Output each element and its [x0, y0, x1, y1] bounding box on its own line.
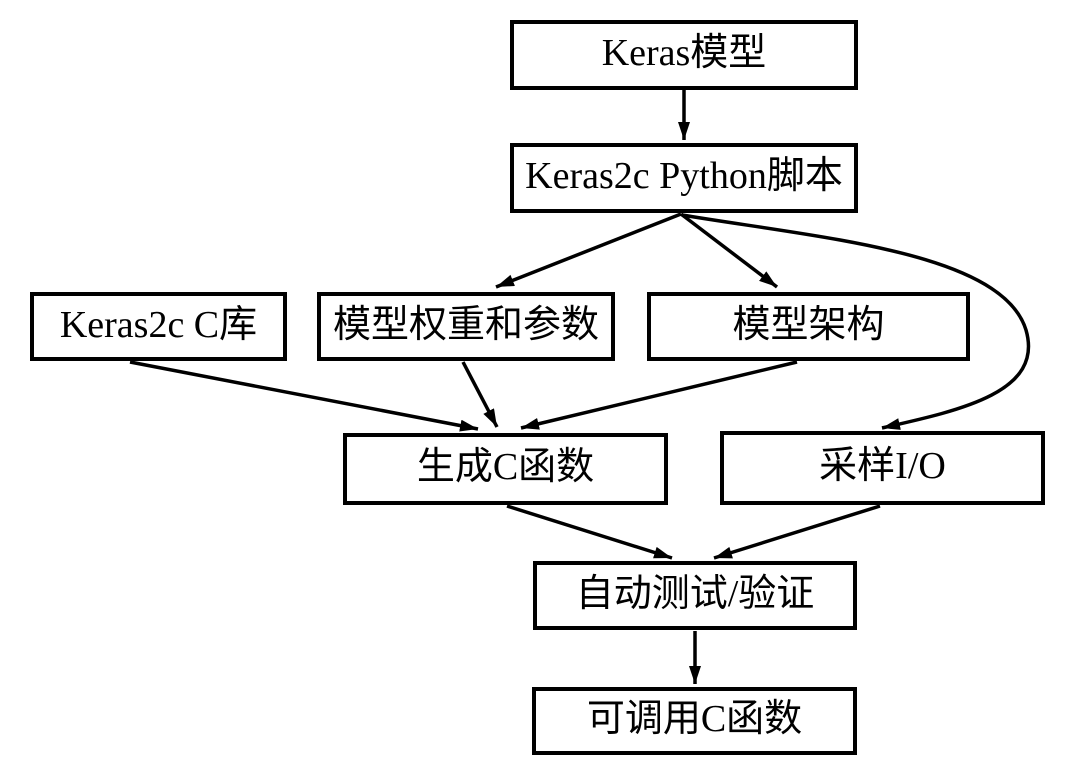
node-keras2c-python-script: Keras2c Python脚本 — [510, 143, 858, 213]
node-keras2c-c-library: Keras2c C库 — [30, 292, 287, 361]
edge-c-library-to-generate-c-function — [129, 360, 479, 432]
node-auto-test-validate: 自动测试/验证 — [533, 561, 857, 630]
node-callable-c-function: 可调用C函数 — [532, 687, 857, 755]
edge-python-script-to-sample-io-curved — [681, 213, 1031, 430]
edge-model-weights-to-generate-c-function — [461, 361, 499, 428]
edge-sample-io-to-auto-test — [713, 504, 881, 560]
edge-generate-c-function-to-auto-test — [506, 504, 673, 560]
edge-python-script-to-model-architecture — [679, 212, 779, 289]
node-model-weights-params: 模型权重和参数 — [317, 292, 615, 361]
node-generate-c-function: 生成C函数 — [343, 433, 668, 505]
node-keras-model: Keras模型 — [510, 20, 858, 90]
edge-model-architecture-to-generate-c-function — [520, 360, 798, 430]
edge-python-script-to-model-weights — [495, 212, 682, 289]
node-sample-io: 采样I/O — [720, 431, 1045, 505]
node-model-architecture: 模型架构 — [647, 292, 970, 361]
